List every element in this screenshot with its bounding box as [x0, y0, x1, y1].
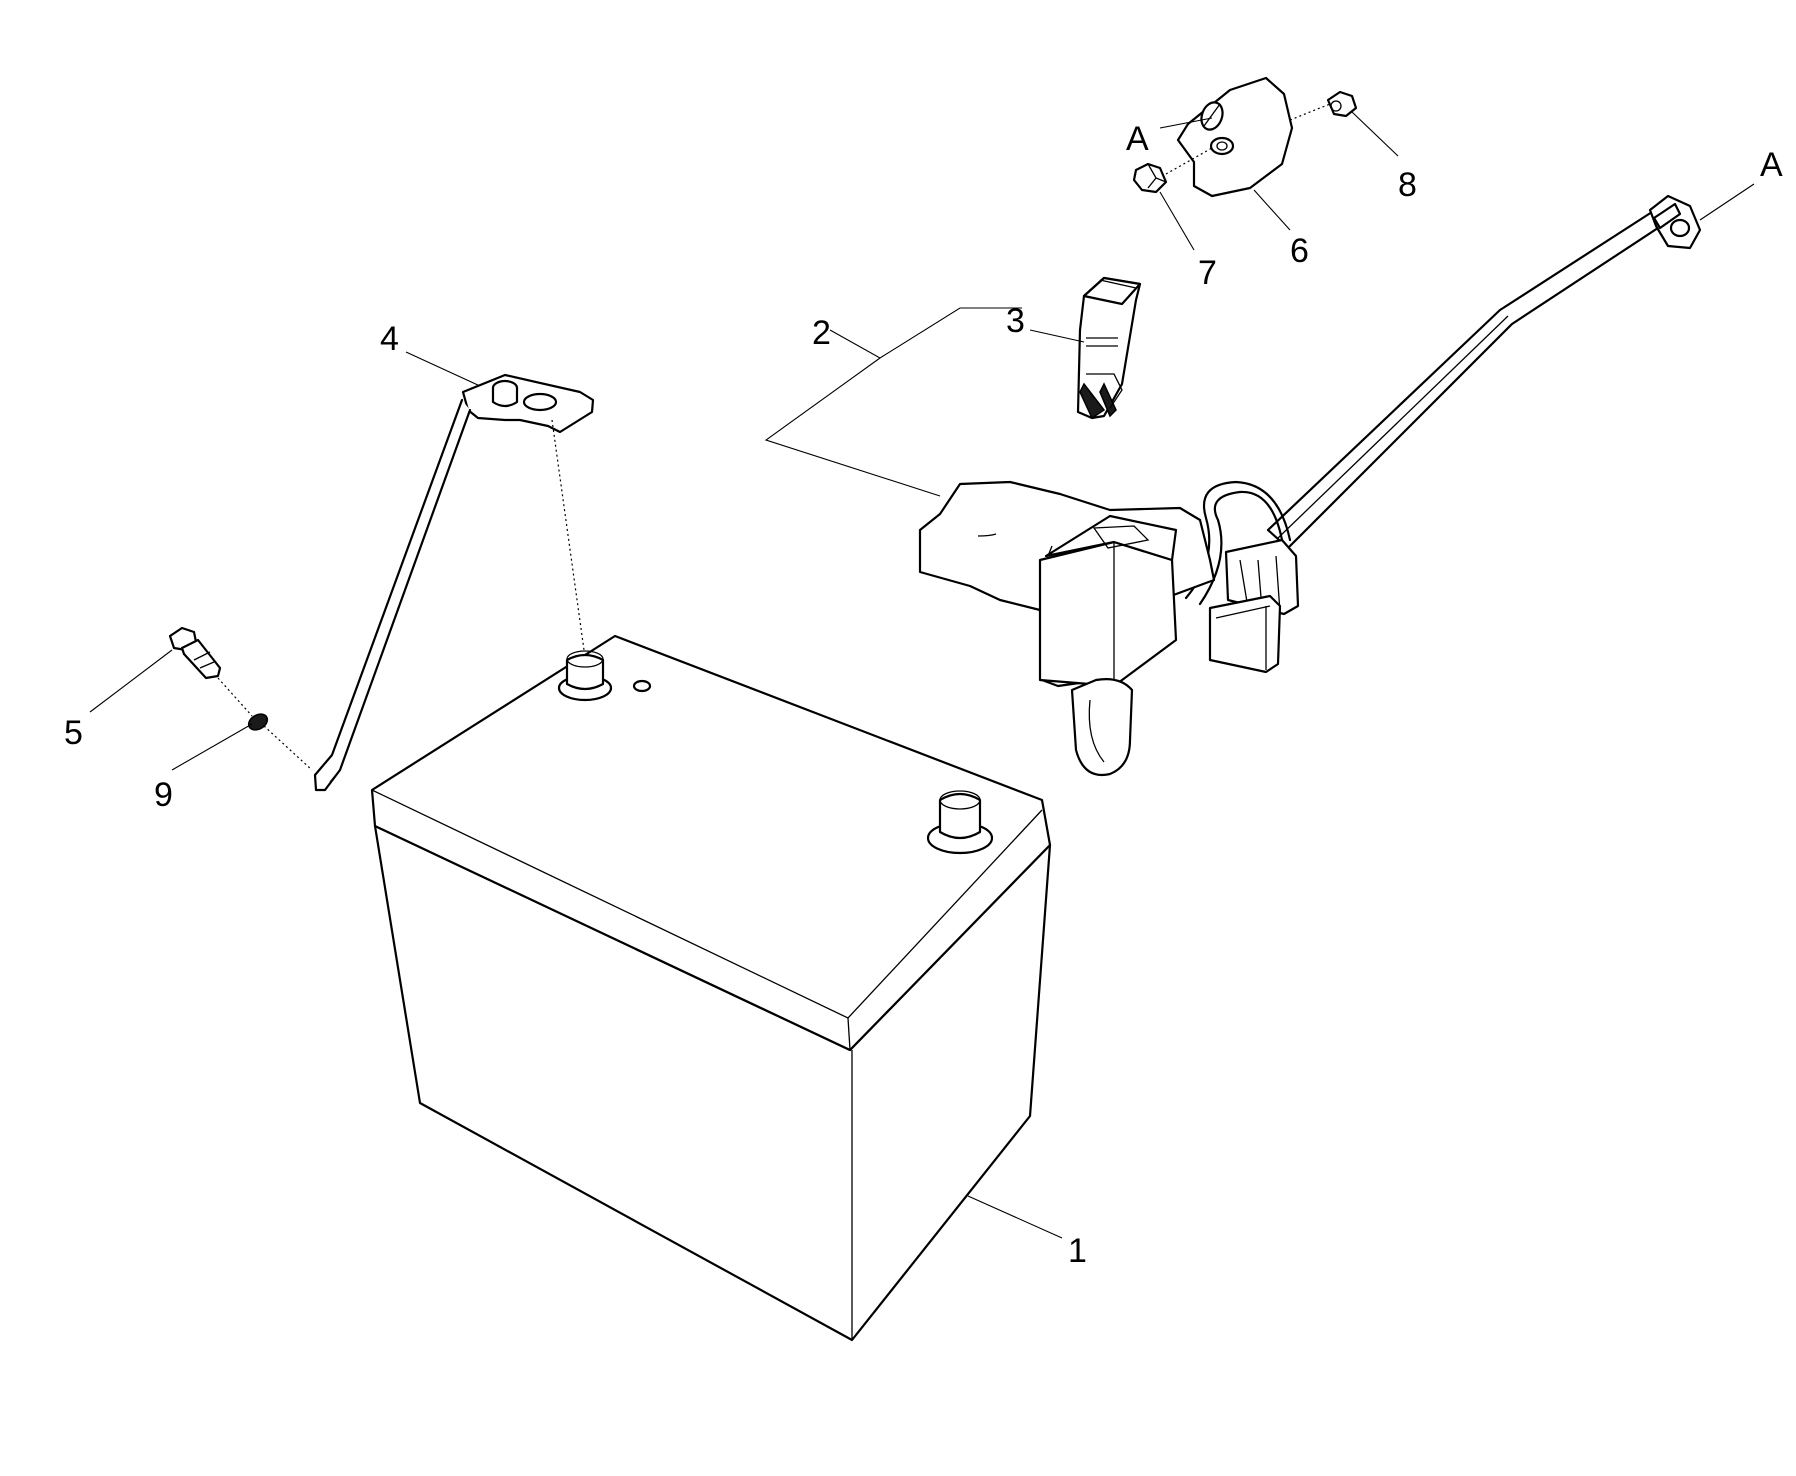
assembly-line-cover-hexnut — [1289, 103, 1331, 121]
negative-cable — [313, 373, 595, 792]
leader-3 — [1029, 329, 1085, 343]
assembly-line-nut-cover — [1165, 147, 1213, 175]
leader-a-right — [1699, 183, 1755, 221]
leader-a-left — [1159, 117, 1213, 129]
callout-9: 9 — [154, 776, 173, 814]
assembly-line-washer-cable — [263, 725, 313, 771]
leader-5 — [89, 649, 173, 713]
leader-9 — [171, 723, 253, 771]
callout-7: 7 — [1198, 254, 1217, 292]
flange-nut — [1132, 162, 1168, 194]
battery — [370, 634, 1052, 1342]
callout-5: 5 — [64, 714, 83, 752]
bolt — [168, 626, 222, 680]
terminal-cover — [1176, 76, 1294, 198]
callout-1: 1 — [1068, 1232, 1087, 1270]
fuse — [1076, 276, 1142, 420]
lock-washer — [247, 713, 269, 731]
leader-4 — [405, 351, 481, 387]
positive-cable — [918, 194, 1702, 777]
leader-7 — [1159, 191, 1195, 251]
leader-2 — [764, 307, 1022, 497]
ref-a-left: A — [1126, 120, 1149, 158]
leader-6 — [1253, 189, 1291, 231]
callout-2: 2 — [812, 314, 831, 352]
leader-8 — [1351, 111, 1399, 157]
assembly-line-cable-terminal — [551, 419, 585, 651]
callout-8: 8 — [1398, 166, 1417, 204]
callout-4: 4 — [380, 320, 399, 358]
ref-a-right: A — [1760, 146, 1783, 184]
hex-nut — [1326, 90, 1358, 118]
assembly-line-bolt-washer — [217, 677, 253, 717]
callout-6: 6 — [1290, 232, 1309, 270]
leader-1 — [967, 1195, 1063, 1239]
callout-3: 3 — [1006, 302, 1025, 340]
